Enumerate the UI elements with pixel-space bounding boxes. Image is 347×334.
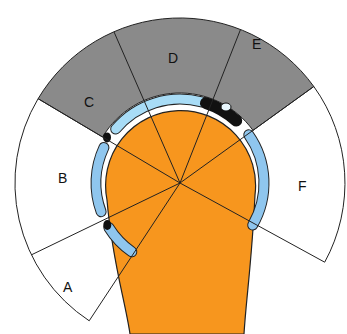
labrum-lesion <box>103 220 111 230</box>
sector-lines <box>32 30 325 321</box>
sector-letter: F <box>298 178 307 194</box>
sector-letter: E <box>252 36 261 52</box>
sector-letter: C <box>84 94 94 110</box>
labrum <box>96 99 264 252</box>
outer-arc <box>314 87 345 263</box>
humeral-head <box>106 111 256 334</box>
outer-arc <box>15 99 89 321</box>
cyst <box>221 103 231 111</box>
sector-letter: D <box>168 50 178 66</box>
sector-letter: B <box>58 170 67 186</box>
sector-letter: A <box>63 279 72 295</box>
